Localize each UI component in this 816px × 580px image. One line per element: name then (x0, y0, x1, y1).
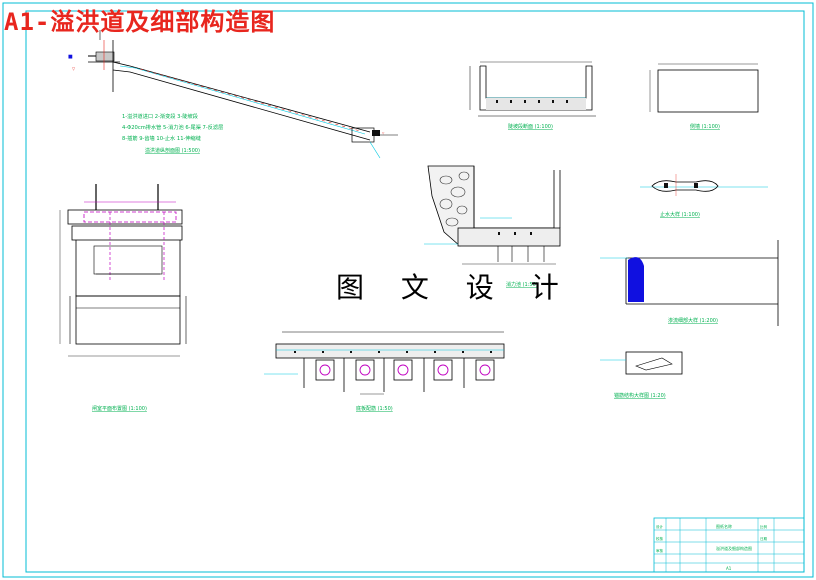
watermark-text: 图 文 设 计 (336, 271, 573, 304)
tb-date: 日期 (760, 536, 768, 541)
tb-approve: 审核 (656, 548, 664, 553)
inner-border (25, 10, 805, 573)
seepage-detail: 渗流细部大样 (1:200) (600, 240, 779, 326)
joint-detail: 止水大样 (1:100) (640, 174, 768, 218)
profile-caption: 溢洪道纵剖面图 (1:500) (145, 147, 200, 154)
side-wall-detail: 侧墙 (1:100) (649, 63, 759, 130)
legend-notes: 1-溢洪道进口 2-渐变段 3-陡坡段 4-Φ20cm排水管 5-消力池 6-尾… (122, 112, 223, 154)
tb-scale: 比例 (760, 524, 768, 529)
bottom-slab-caption: 底板配筋 (1:50) (356, 405, 393, 412)
tb-sheet-no: A1 (726, 566, 732, 571)
legend-line-2: 4-Φ20cm排水管 5-消力池 6-尾渠 7-反滤层 (122, 123, 223, 131)
tb-check: 校核 (656, 536, 664, 541)
legend-line-1: 1-溢洪道进口 2-渐变段 3-陡坡段 (122, 112, 198, 120)
anchor-detail: 锚筋结构大样图 (1:20) (600, 351, 683, 399)
title-block: 设计 校核 审核 图纸名称 比例 日期 溢洪道及细部构造图 A1 (653, 517, 805, 573)
tb-school: 图纸名称 (716, 523, 732, 529)
section-b-caption: 侧墙 (1:100) (690, 123, 720, 130)
spillway-profile: ▽ ■ ▽ (68, 30, 398, 159)
svg-text:▽: ▽ (72, 66, 76, 71)
tb-drawing-name: 溢洪道及细部构造图 (716, 545, 752, 551)
svg-text:■: ■ (68, 54, 73, 60)
tb-design: 设计 (656, 524, 664, 529)
svg-text:▽: ▽ (382, 131, 385, 135)
channel-section: 陡坡段断面 (1:100) (469, 61, 596, 130)
anchor-caption: 锚筋结构大样图 (1:20) (614, 392, 666, 399)
section-a-caption: 陡坡段断面 (1:100) (508, 123, 553, 130)
seepage-caption: 渗流细部大样 (1:200) (668, 317, 718, 324)
stilling-basin-caption: 消力池 (1:50) (506, 281, 538, 288)
plan-caption: 闸室平面布置图 (1:100) (92, 405, 147, 412)
drawing-title: A1-溢洪道及细部构造图 (4, 8, 276, 36)
legend-line-3: 8-插筋 9-齿墙 10-止水 11-伸缩缝 (122, 134, 201, 142)
gate-plan-view: 闸室平面布置图 (1:100) (59, 184, 187, 412)
stilling-basin: 消力池 (1:50) (424, 165, 561, 288)
joint-caption: 止水大样 (1:100) (660, 211, 700, 218)
bottom-slab-section: 底板配筋 (1:50) (264, 331, 505, 412)
